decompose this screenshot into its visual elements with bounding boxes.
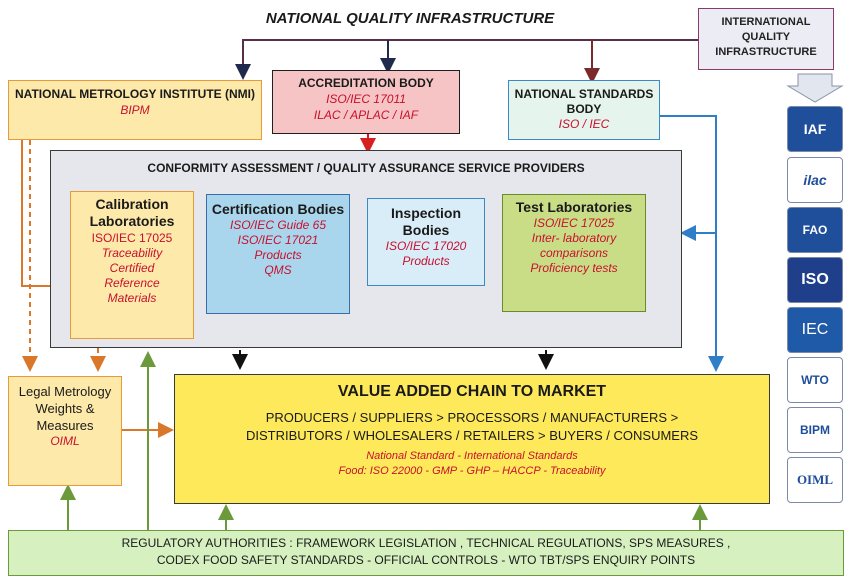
calibration-line-4: Materials [107, 291, 157, 305]
certification-line-3: QMS [264, 263, 292, 277]
calibration-title: Calibration Laboratories [89, 196, 175, 229]
regulatory-line2: CODEX FOOD SAFETY STANDARDS - OFFICIAL C… [156, 553, 696, 567]
international-down-arrow [786, 73, 844, 103]
oiml-logo-text: OIML [796, 472, 834, 487]
conformity-title: CONFORMITY ASSESSMENT / QUALITY ASSURANC… [147, 161, 585, 175]
certification-line-2: Products [254, 248, 302, 262]
bipm-logo-icon: BIPM [787, 407, 843, 453]
inspection-title: Inspection Bodies [390, 205, 461, 238]
accreditation-title: ACCREDITATION BODY [298, 76, 434, 90]
iaf-logo-icon: IAF [787, 106, 843, 152]
value-chain-note1: National Standard - International Standa… [366, 450, 578, 462]
regulatory-box: REGULATORY AUTHORITIES : FRAMEWORK LEGIS… [8, 530, 844, 576]
test-line-3: Proficiency tests [530, 261, 618, 275]
international-label: INTERNATIONAL QUALITY INFRASTRUCTURE [715, 16, 817, 58]
regulatory-line1: REGULATORY AUTHORITIES : FRAMEWORK LEGIS… [121, 536, 731, 550]
calibration-line-0: ISO/IEC 17025 [91, 231, 173, 245]
legal-sub: OIML [50, 434, 80, 448]
standards-blue-line [660, 115, 724, 372]
ilac-logo-icon: ilac [787, 157, 843, 203]
fao-logo-icon: FAO [787, 207, 843, 253]
certification-title: Certification Bodies [211, 201, 345, 217]
nmi-title: NATIONAL METROLOGY INSTITUTE (NMI) [15, 87, 255, 101]
fao-logo-text: FAO [802, 223, 828, 237]
bipm-logo-text: BIPM [800, 423, 830, 437]
accreditation-line1: ISO/IEC 17011 [326, 92, 406, 106]
iso-logo-icon: ISO [787, 257, 843, 303]
intl-top-line [235, 39, 698, 80]
standards-box: NATIONAL STANDARDS BODY ISO / IEC [508, 80, 660, 140]
test-line-0: ISO/IEC 17025 [533, 216, 615, 230]
iec-logo-icon: IEC [787, 307, 843, 353]
value-chain-line2: DISTRIBUTORS / WHOLESALERS / RETAILERS >… [245, 428, 699, 443]
calibration-line-1: Traceability [101, 246, 163, 260]
value-chain-box: VALUE ADDED CHAIN TO MARKET PRODUCERS / … [174, 374, 770, 504]
nmi-box: NATIONAL METROLOGY INSTITUTE (NMI) BIPM [8, 80, 262, 140]
international-box: INTERNATIONAL QUALITY INFRASTRUCTURE [698, 8, 834, 70]
accreditation-line2: ILAC / APLAC / IAF [313, 108, 419, 122]
value-chain-title: VALUE ADDED CHAIN TO MARKET [337, 383, 607, 400]
test-line-1: Inter- laboratory [531, 231, 617, 245]
test-title: Test Laboratories [515, 199, 633, 215]
calibration-box: Calibration Laboratories ISO/IEC 17025 T… [70, 191, 194, 339]
legal-box: Legal Metrology Weights & Measures OIML [8, 376, 122, 486]
iso-logo-text: ISO [801, 271, 829, 288]
legal-title: Legal Metrology Weights & Measures [18, 384, 112, 433]
inspection-box: Inspection Bodies ISO/IEC 17020 Products [367, 198, 485, 286]
wto-logo-text: WTO [801, 373, 829, 387]
accreditation-box: ACCREDITATION BODY ISO/IEC 17011 ILAC / … [272, 70, 460, 134]
standards-title: NATIONAL STANDARDS BODY [514, 87, 654, 116]
oiml-logo-icon: OIML [787, 457, 843, 503]
diagram-title: NATIONAL QUALITY INFRASTRUCTURE [265, 10, 555, 27]
calibration-line-3: Reference [104, 276, 160, 290]
ilac-logo-text: ilac [803, 172, 827, 188]
iaf-logo-text: IAF [803, 121, 827, 137]
inspection-line-0: ISO/IEC 17020 [385, 239, 467, 253]
standards-sub: ISO / IEC [558, 117, 610, 131]
certification-line-0: ISO/IEC Guide 65 [229, 218, 327, 232]
value-chain-line1: PRODUCERS / SUPPLIERS > PROCESSORS / MAN… [265, 410, 679, 425]
certification-line-1: ISO/IEC 17021 [237, 233, 319, 247]
calibration-line-2: Certified [109, 261, 155, 275]
wto-logo-icon: WTO [787, 357, 843, 403]
certification-box: Certification Bodies ISO/IEC Guide 65 IS… [206, 194, 350, 314]
inspection-line-1: Products [402, 254, 450, 268]
nmi-sub: BIPM [120, 103, 150, 117]
value-chain-note2: Food: ISO 22000 - GMP - GHP – HACCP - Tr… [338, 465, 606, 477]
test-line-2: comparisons [539, 246, 609, 260]
test-box: Test Laboratories ISO/IEC 17025 Inter- l… [502, 194, 646, 312]
iec-logo-text: IEC [801, 321, 829, 338]
